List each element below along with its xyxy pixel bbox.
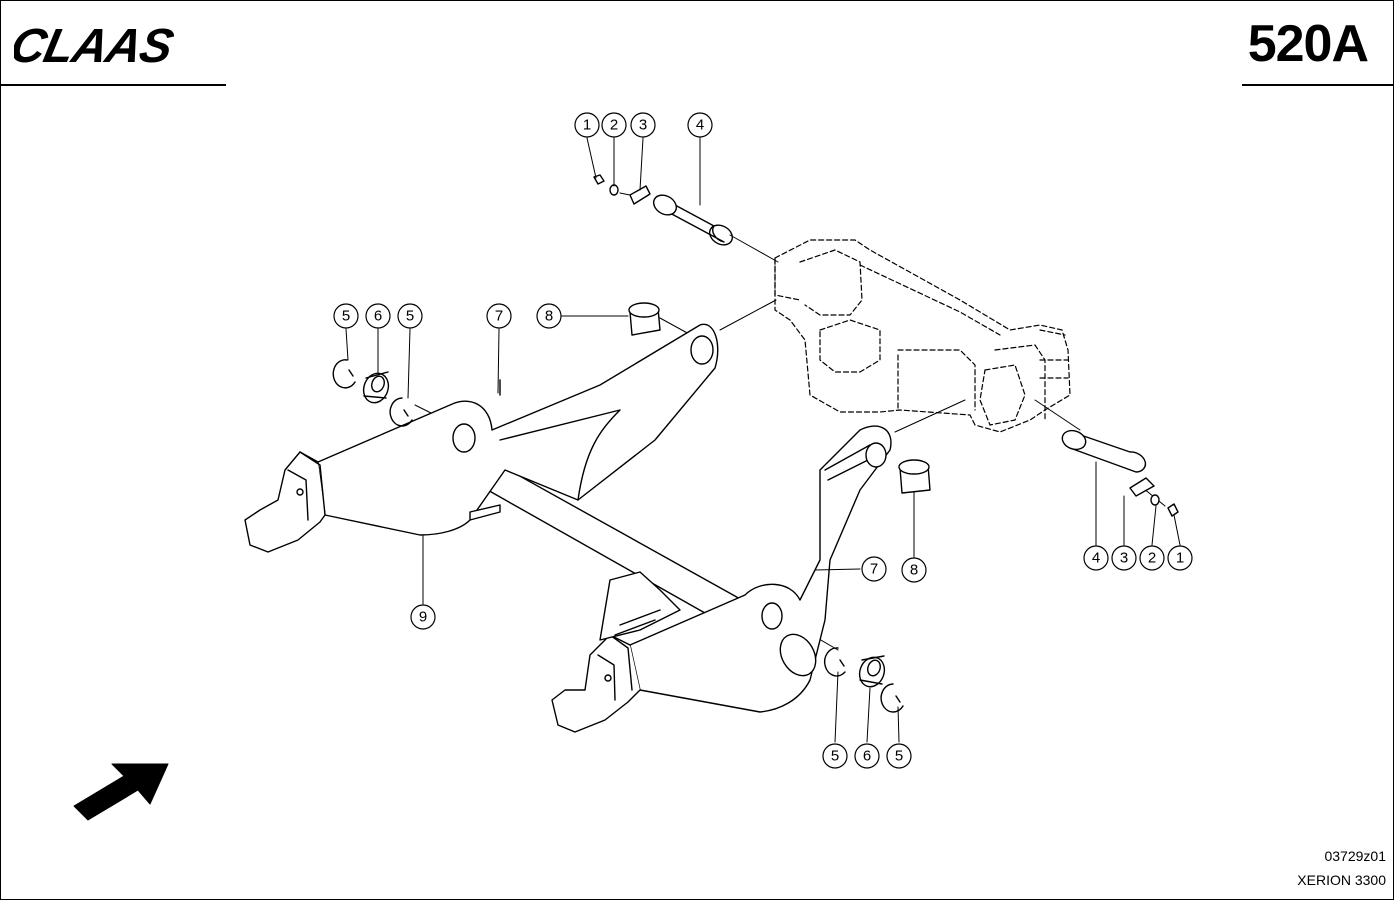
- callout-7-top: 7: [486, 303, 512, 329]
- circlip-left-2: [389, 397, 413, 427]
- callout-2-top: 2: [601, 112, 627, 138]
- svg-text:7: 7: [870, 561, 878, 578]
- svg-text:5: 5: [831, 748, 839, 765]
- lift-arm-left: [244, 323, 719, 553]
- svg-text:5: 5: [895, 748, 903, 765]
- svg-text:4: 4: [696, 117, 704, 134]
- svg-text:3: 3: [639, 117, 647, 134]
- leader-lines: [345, 137, 1181, 743]
- callout-6-right: 6: [854, 743, 880, 769]
- direction-arrow-icon: [73, 763, 169, 821]
- svg-text:1: 1: [1176, 550, 1184, 567]
- bushing-right: [898, 459, 931, 494]
- svg-text:3: 3: [1120, 550, 1128, 567]
- svg-text:5: 5: [342, 308, 350, 325]
- bearing-left: [362, 371, 390, 404]
- fasteners-top: [593, 174, 651, 205]
- page-number: 520A: [1247, 15, 1369, 73]
- svg-text:2: 2: [610, 117, 618, 134]
- callout-1-top: 1: [574, 112, 600, 138]
- svg-text:8: 8: [910, 562, 918, 579]
- drawing-code: 03729z01: [1324, 848, 1386, 864]
- brand-wordmark: CLAAS: [14, 24, 178, 66]
- bushing-top: [628, 302, 661, 336]
- callout-3-right: 3: [1111, 545, 1137, 571]
- callout-5-right-b: 5: [886, 743, 912, 769]
- callout-3-top: 3: [630, 112, 656, 138]
- header-rule-right: [1242, 84, 1394, 86]
- callout-4-top: 4: [687, 112, 713, 138]
- callout-5-left-a: 5: [333, 303, 359, 329]
- circlip-right-1: [823, 647, 846, 677]
- callout-8-right: 8: [901, 557, 927, 583]
- callout-9: 9: [410, 604, 436, 630]
- bearing-right: [858, 655, 886, 688]
- claas-logo: CLAAS: [14, 24, 178, 66]
- pin-right: [1061, 429, 1147, 473]
- svg-text:9: 9: [419, 609, 427, 626]
- svg-text:6: 6: [863, 748, 871, 765]
- fasteners-right: [1129, 477, 1179, 517]
- pin-top: [652, 194, 734, 246]
- callout-1-right: 1: [1167, 545, 1193, 571]
- svg-text:1: 1: [583, 117, 591, 134]
- svg-text:6: 6: [374, 308, 382, 325]
- circlip-left-1: [332, 359, 356, 389]
- callout-2-right: 2: [1139, 545, 1165, 571]
- callout-5-right-a: 5: [822, 743, 848, 769]
- model-name: XERION 3300: [1297, 872, 1386, 888]
- svg-text:4: 4: [1092, 550, 1100, 567]
- callout-5-left-b: 5: [397, 303, 423, 329]
- circlip-right-2: [880, 683, 904, 713]
- svg-text:8: 8: [545, 308, 553, 325]
- lift-arm-right: [551, 425, 892, 733]
- callout-7-right: 7: [861, 556, 887, 582]
- svg-text:2: 2: [1148, 550, 1156, 567]
- axle-housing-outline: [774, 239, 1071, 433]
- header-rule-left: [0, 84, 226, 86]
- svg-text:7: 7: [495, 308, 503, 325]
- callout-8-top: 8: [536, 303, 562, 329]
- callout-6-left: 6: [365, 303, 391, 329]
- svg-text:5: 5: [406, 308, 414, 325]
- callout-4-right: 4: [1083, 545, 1109, 571]
